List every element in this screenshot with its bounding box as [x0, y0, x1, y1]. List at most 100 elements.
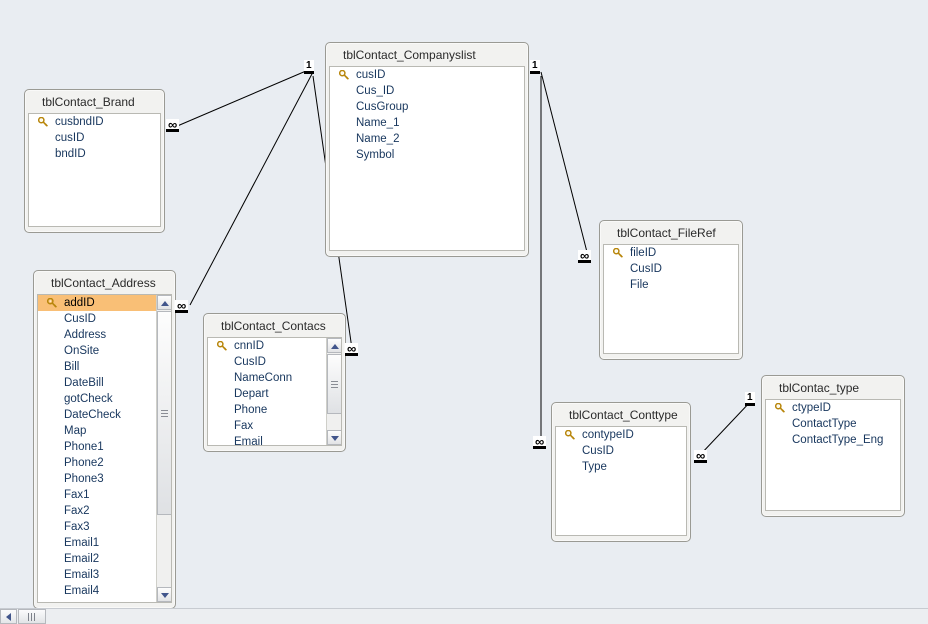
field-row[interactable]: Fax2: [38, 503, 171, 519]
field-name: DateBill: [64, 377, 104, 389]
relationship-line-conttype-contactype[interactable]: [699, 399, 753, 456]
field-row[interactable]: CusID: [208, 354, 341, 370]
field-name: Type: [582, 461, 607, 473]
field-name: NameConn: [234, 372, 293, 384]
field-row[interactable]: ctypeID: [766, 400, 900, 416]
field-row[interactable]: Name_1: [330, 115, 524, 131]
field-row[interactable]: Type: [556, 459, 686, 475]
field-row[interactable]: cnnID: [208, 338, 341, 354]
field-row[interactable]: Phone3: [38, 471, 171, 487]
field-row[interactable]: fileID: [604, 245, 738, 261]
field-name: Phone1: [64, 441, 104, 453]
field-name: Name_2: [356, 133, 400, 145]
horizontal-scroll-thumb[interactable]: [18, 609, 46, 624]
field-row[interactable]: Phone1: [38, 439, 171, 455]
field-row[interactable]: File: [604, 277, 738, 293]
field-row[interactable]: DateCheck: [38, 407, 171, 423]
field-row[interactable]: Depart: [208, 386, 341, 402]
field-name: cusbndID: [55, 116, 104, 128]
field-row[interactable]: ContactType_Eng: [766, 432, 900, 448]
field-name: ctypeID: [792, 402, 831, 414]
field-row[interactable]: CusID: [604, 261, 738, 277]
field-row[interactable]: Email: [208, 434, 341, 445]
primary-key-icon: [613, 248, 623, 258]
field-name: Symbol: [356, 149, 395, 161]
field-row[interactable]: addID: [38, 295, 171, 311]
field-row[interactable]: CusGroup: [330, 99, 524, 115]
field-row[interactable]: Fax3: [38, 519, 171, 535]
field-row[interactable]: CusID: [38, 311, 171, 327]
field-name: CusID: [64, 313, 96, 325]
field-row[interactable]: Phone: [208, 402, 341, 418]
field-row[interactable]: Email4: [38, 583, 171, 599]
field-name: File: [630, 279, 649, 291]
horizontal-scrollbar[interactable]: [0, 608, 928, 624]
field-row[interactable]: Bill: [38, 359, 171, 375]
field-name: Phone3: [64, 473, 104, 485]
field-row[interactable]: Fax1: [38, 487, 171, 503]
field-row[interactable]: Email3: [38, 567, 171, 583]
relationship-line-companyslist-fileref[interactable]: [540, 71, 589, 257]
grip-icon: [28, 613, 37, 621]
field-name: contypeID: [582, 429, 634, 441]
field-row[interactable]: NameConn: [208, 370, 341, 386]
scroll-down-button[interactable]: [327, 430, 341, 445]
scroll-up-button[interactable]: [327, 338, 341, 353]
grip-icon: [161, 410, 168, 417]
table-field-list[interactable]: contypeID CusID Type: [555, 426, 687, 536]
field-row[interactable]: contypeID: [556, 427, 686, 443]
field-row[interactable]: cusID: [330, 67, 524, 83]
field-row[interactable]: Symbol: [330, 147, 524, 163]
field-row[interactable]: Name_2: [330, 131, 524, 147]
field-row[interactable]: Fax: [208, 418, 341, 434]
field-name: Name_1: [356, 117, 400, 129]
relationship-line-address-companyslist[interactable]: [189, 71, 314, 306]
field-row[interactable]: CusID: [556, 443, 686, 459]
table-vertical-scrollbar[interactable]: [326, 338, 341, 445]
primary-key-icon: [217, 341, 227, 351]
field-row[interactable]: ContactType: [766, 416, 900, 432]
scroll-down-button[interactable]: [157, 587, 171, 602]
field-row[interactable]: Phone2: [38, 455, 171, 471]
vertical-scroll-thumb[interactable]: [157, 311, 171, 515]
field-row[interactable]: DateBill: [38, 375, 171, 391]
field-name: Cus_ID: [356, 85, 395, 97]
field-row[interactable]: OnSite: [38, 343, 171, 359]
field-row[interactable]: Address: [38, 327, 171, 343]
field-row[interactable]: cusID: [29, 130, 160, 146]
field-row[interactable]: bndID: [29, 146, 160, 162]
field-row[interactable]: Map: [38, 423, 171, 439]
primary-key-icon: [775, 403, 785, 413]
table-vertical-scrollbar[interactable]: [156, 295, 171, 602]
vertical-scroll-thumb[interactable]: [327, 354, 341, 414]
field-row[interactable]: Cus_ID: [330, 83, 524, 99]
field-name: Fax1: [64, 489, 90, 501]
field-name: Email2: [64, 553, 100, 565]
field-row[interactable]: gotCheck: [38, 391, 171, 407]
field-row[interactable]: Email2: [38, 551, 171, 567]
scroll-left-button[interactable]: [0, 609, 17, 624]
field-row[interactable]: Email1: [38, 535, 171, 551]
up-arrow-icon: [331, 344, 339, 349]
field-name: cusID: [356, 69, 386, 81]
scroll-up-button[interactable]: [157, 295, 171, 310]
relationship-line-brand-companyslist[interactable]: [174, 67, 314, 128]
field-row[interactable]: cusbndID: [29, 114, 160, 130]
